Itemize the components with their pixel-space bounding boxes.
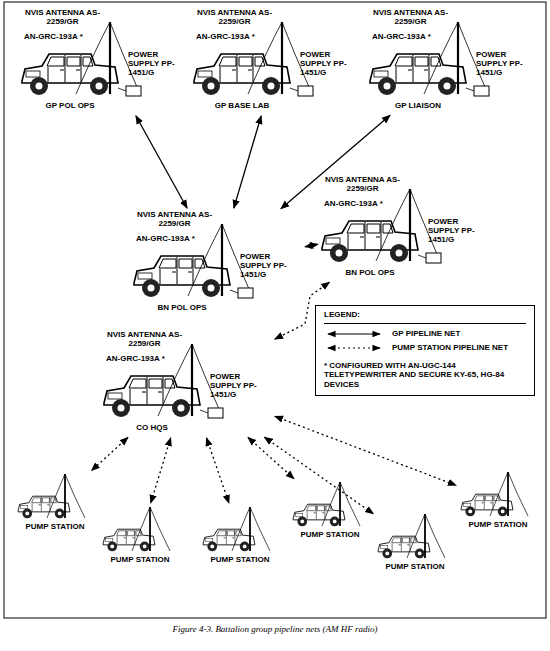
figure-caption: Figure 4-3. Battalion group pipeline net… — [0, 624, 550, 634]
pump-station: PUMP STATION — [200, 505, 281, 568]
radio-label: AN-GRC-193A * — [372, 32, 431, 41]
pump-station: PUMP STATION — [375, 512, 456, 575]
pump-station: PUMP STATION — [100, 505, 181, 568]
power-supply-label: POWER SUPPLY PP-1451/G — [428, 217, 490, 245]
antenna-label: NVIS ANTENNA AS-2259/GR — [192, 8, 277, 26]
legend-text: PUMP STATION PIPELINE NET — [392, 343, 508, 353]
station-name: GP POL OPS — [20, 101, 120, 110]
station-name: GP LIAISON — [368, 101, 468, 110]
radio-vehicle-station: NVIS ANTENNA AS-2259/GR AN-GRC-193A * POWE… — [102, 330, 273, 436]
legend-text: GP PIPELINE NET — [392, 329, 460, 339]
power-supply-label: POWER SUPPLY PP-1451/G — [128, 50, 190, 78]
pump-station-net-link — [275, 416, 456, 485]
antenna-label: NVIS ANTENNA AS-2259/GR — [102, 330, 187, 348]
radio-vehicle-station: NVIS ANTENNA AS-2259/GR AN-GRC-193A * POWE… — [192, 8, 363, 114]
antenna-label: NVIS ANTENNA AS-2259/GR — [320, 175, 405, 193]
legend-line-sample — [324, 329, 384, 339]
station-name: PUMP STATION — [15, 522, 95, 531]
radio-label: AN-GRC-193A * — [324, 199, 383, 208]
radio-vehicle-station: NVIS ANTENNA AS-2259/GR AN-GRC-193A * POWE… — [320, 175, 491, 281]
pump-station: PUMP STATION — [458, 470, 539, 533]
pump-station: PUMP STATION — [290, 480, 371, 543]
pump-station-net-link — [151, 438, 171, 503]
legend-row: PUMP STATION PIPELINE NET — [324, 343, 526, 353]
power-supply-label: POWER SUPPLY PP-1451/G — [476, 50, 538, 78]
station-name: PUMP STATION — [200, 555, 280, 564]
pump-station-net-link — [91, 437, 127, 470]
pump-station-net-link — [248, 437, 294, 478]
radio-vehicle-station: NVIS ANTENNA AS-2259/GR AN-GRC-193A * POWE… — [132, 210, 303, 316]
power-supply-label: POWER SUPPLY PP-1451/G — [240, 252, 302, 280]
legend-row: GP PIPELINE NET — [324, 329, 526, 339]
pump-station-net-link — [206, 438, 229, 503]
station-name: PUMP STATION — [375, 562, 455, 571]
station-name: PUMP STATION — [458, 520, 538, 529]
power-supply-label: POWER SUPPLY PP-1451/G — [210, 372, 272, 400]
station-name: CO HQS — [102, 423, 202, 432]
pump-station-net-link — [264, 437, 373, 514]
legend-title: LEGEND: — [324, 310, 526, 324]
station-name: GP BASE LAB — [192, 101, 292, 110]
gp-pipeline-net-link — [234, 116, 261, 208]
pump-station-net-link — [305, 244, 318, 246]
radio-label: AN-GRC-193A * — [24, 32, 83, 41]
radio-label: AN-GRC-193A * — [136, 234, 195, 243]
station-name: BN POL OPS — [320, 268, 420, 277]
station-name: PUMP STATION — [100, 555, 180, 564]
gp-pipeline-net-link — [281, 115, 390, 208]
footnote: * CONFIGURED WITH AN-UGC-144 TELETYPEWRI… — [324, 361, 526, 390]
radio-vehicle-station: NVIS ANTENNA AS-2259/GR AN-GRC-193A * POWE… — [368, 8, 539, 114]
legend-line-sample — [324, 343, 384, 353]
antenna-label: NVIS ANTENNA AS-2259/GR — [20, 8, 105, 26]
pump-station: PUMP STATION — [15, 472, 96, 535]
power-supply-label: POWER SUPPLY PP-1451/G — [300, 50, 362, 78]
radio-vehicle-station: NVIS ANTENNA AS-2259/GR AN-GRC-193A * POWE… — [20, 8, 191, 114]
station-name: BN POL OPS — [132, 303, 232, 312]
antenna-label: NVIS ANTENNA AS-2259/GR — [368, 8, 453, 26]
legend-box: LEGEND: GP PIPELINE NET PUMP STATION PIPEL… — [315, 305, 535, 396]
gp-pipeline-net-link — [136, 116, 187, 209]
antenna-label: NVIS ANTENNA AS-2259/GR — [132, 210, 217, 228]
radio-label: AN-GRC-193A * — [196, 32, 255, 41]
station-name: PUMP STATION — [290, 530, 370, 539]
radio-label: AN-GRC-193A * — [106, 354, 165, 363]
